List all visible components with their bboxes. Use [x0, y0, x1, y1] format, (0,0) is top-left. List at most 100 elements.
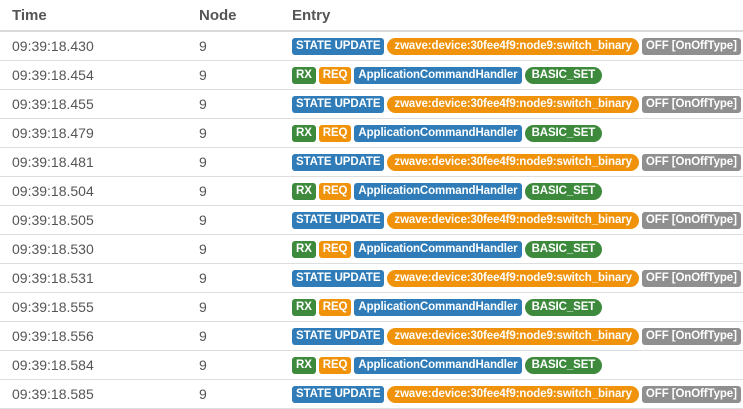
row-time: 09:39:18.584 [12, 357, 94, 373]
device-id-badge: zwave:device:30fee4f9:node9:switch_binar… [387, 269, 639, 287]
row-time: 09:39:18.530 [12, 241, 94, 257]
req-badge: REQ [318, 124, 352, 142]
row-node: 9 [199, 96, 207, 112]
value-badge: OFF [OnOffType] [641, 37, 741, 55]
command-badge: BASIC_SET [524, 240, 603, 258]
row-time: 09:39:18.479 [12, 125, 94, 141]
req-badge: REQ [318, 240, 352, 258]
header-entry[interactable]: Entry [292, 6, 331, 24]
state-update-badge: STATE UPDATE [292, 327, 385, 345]
rx-badge: RX [292, 298, 316, 316]
handler-badge: ApplicationCommandHandler [354, 356, 522, 374]
command-badge: BASIC_SET [524, 356, 603, 374]
req-badge: REQ [318, 182, 352, 200]
req-badge: REQ [318, 298, 352, 316]
rx-badge: RX [292, 66, 316, 84]
row-node: 9 [199, 154, 207, 170]
row-node: 9 [199, 241, 207, 257]
req-badge: REQ [318, 66, 352, 84]
row-time: 09:39:18.454 [12, 67, 94, 83]
device-id-badge: zwave:device:30fee4f9:node9:switch_binar… [387, 211, 639, 229]
device-id-badge: zwave:device:30fee4f9:node9:switch_binar… [387, 153, 639, 171]
row-node: 9 [199, 328, 207, 344]
handler-badge: ApplicationCommandHandler [354, 298, 522, 316]
handler-badge: ApplicationCommandHandler [354, 182, 522, 200]
state-update-badge: STATE UPDATE [292, 211, 385, 229]
device-id-badge: zwave:device:30fee4f9:node9:switch_binar… [387, 37, 639, 55]
req-badge: REQ [318, 356, 352, 374]
state-update-badge: STATE UPDATE [292, 385, 385, 403]
command-badge: BASIC_SET [524, 66, 603, 84]
row-time: 09:39:18.481 [12, 154, 94, 170]
state-update-badge: STATE UPDATE [292, 269, 385, 287]
value-badge: OFF [OnOffType] [641, 269, 741, 287]
row-node: 9 [199, 386, 207, 402]
row-node: 9 [199, 183, 207, 199]
row-time: 09:39:18.531 [12, 270, 94, 286]
command-badge: BASIC_SET [524, 182, 603, 200]
rx-badge: RX [292, 124, 316, 142]
value-badge: OFF [OnOffType] [641, 385, 741, 403]
header-time[interactable]: Time [12, 6, 47, 24]
row-time: 09:39:18.555 [12, 299, 94, 315]
command-badge: BASIC_SET [524, 298, 603, 316]
device-id-badge: zwave:device:30fee4f9:node9:switch_binar… [387, 95, 639, 113]
row-node: 9 [199, 299, 207, 315]
handler-badge: ApplicationCommandHandler [354, 66, 522, 84]
row-node: 9 [199, 270, 207, 286]
rx-badge: RX [292, 182, 316, 200]
row-node: 9 [199, 357, 207, 373]
device-id-badge: zwave:device:30fee4f9:node9:switch_binar… [387, 385, 639, 403]
row-time: 09:39:18.455 [12, 96, 94, 112]
header-node[interactable]: Node [199, 6, 237, 24]
row-node: 9 [199, 67, 207, 83]
value-badge: OFF [OnOffType] [641, 211, 741, 229]
handler-badge: ApplicationCommandHandler [354, 240, 522, 258]
row-time: 09:39:18.556 [12, 328, 94, 344]
handler-badge: ApplicationCommandHandler [354, 124, 522, 142]
row-time: 09:39:18.430 [12, 38, 94, 54]
state-update-badge: STATE UPDATE [292, 95, 385, 113]
table-header: Time Node Entry [0, 0, 743, 32]
state-update-badge: STATE UPDATE [292, 37, 385, 55]
value-badge: OFF [OnOffType] [641, 95, 741, 113]
rx-badge: RX [292, 356, 316, 374]
row-time: 09:39:18.585 [12, 386, 94, 402]
row-node: 9 [199, 38, 207, 54]
row-node: 9 [199, 212, 207, 228]
device-id-badge: zwave:device:30fee4f9:node9:switch_binar… [387, 327, 639, 345]
value-badge: OFF [OnOffType] [641, 327, 741, 345]
state-update-badge: STATE UPDATE [292, 153, 385, 171]
command-badge: BASIC_SET [524, 124, 603, 142]
value-badge: OFF [OnOffType] [641, 153, 741, 171]
row-time: 09:39:18.504 [12, 183, 94, 199]
row-node: 9 [199, 125, 207, 141]
